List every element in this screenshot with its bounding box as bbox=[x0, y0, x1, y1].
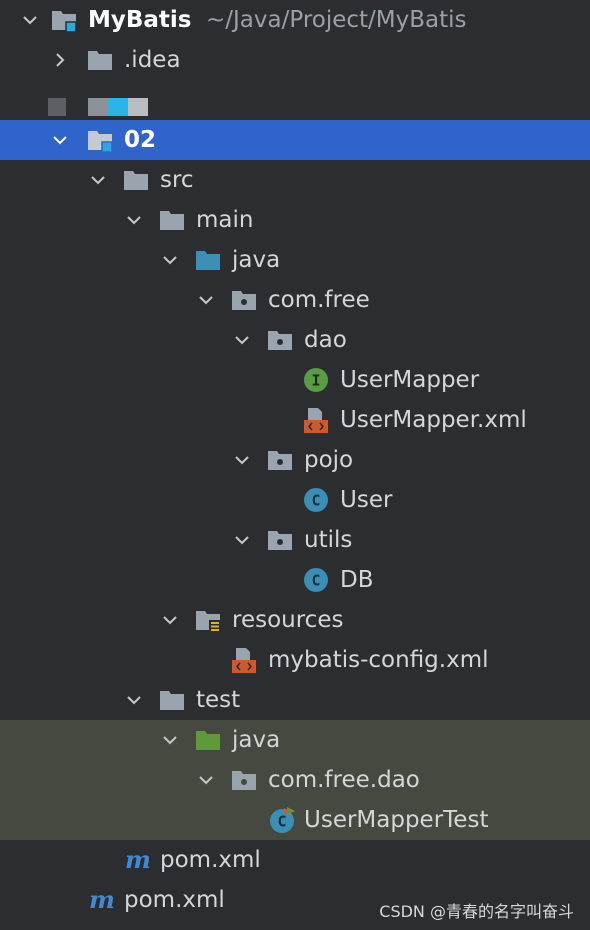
resources-label: resources bbox=[232, 607, 344, 633]
package-icon bbox=[230, 760, 258, 800]
root-path: ~/Java/Project/MyBatis bbox=[206, 7, 467, 33]
class-badge: C bbox=[311, 492, 320, 510]
tree-row-src[interactable]: src bbox=[0, 160, 590, 200]
class-icon: C bbox=[302, 480, 330, 520]
chevron-down-icon[interactable] bbox=[230, 320, 254, 360]
src-label: src bbox=[160, 167, 194, 193]
chevron-right-icon[interactable] bbox=[48, 40, 72, 80]
class-badge: C bbox=[277, 813, 286, 831]
com-free-label: com.free bbox=[268, 287, 370, 313]
folder-icon bbox=[158, 680, 186, 720]
tree-row-com-free[interactable]: com.free bbox=[0, 280, 590, 320]
module-label: 02 bbox=[124, 127, 157, 153]
main-label: main bbox=[196, 207, 254, 233]
package-icon bbox=[266, 440, 294, 480]
tree-row-user-mapper-xml[interactable]: UserMapper.xml bbox=[0, 400, 590, 440]
root-label: MyBatis bbox=[88, 7, 192, 33]
maven-icon: m bbox=[86, 880, 118, 920]
tree-row-com-free-dao[interactable]: com.free.dao bbox=[0, 760, 590, 800]
utils-label: utils bbox=[304, 527, 353, 553]
maven-badge: m bbox=[89, 886, 115, 914]
tree-row-main[interactable]: main bbox=[0, 200, 590, 240]
tree-row-obscured bbox=[0, 86, 590, 126]
tree-row-utils[interactable]: utils bbox=[0, 520, 590, 560]
pojo-label: pojo bbox=[304, 447, 354, 473]
package-icon bbox=[266, 520, 294, 560]
chevron-down-icon[interactable] bbox=[230, 520, 254, 560]
root-pom-label: pom.xml bbox=[124, 887, 225, 913]
tree-row-pojo[interactable]: pojo bbox=[0, 440, 590, 480]
chevron-down-icon[interactable] bbox=[230, 440, 254, 480]
maven-icon: m bbox=[122, 840, 154, 880]
user-mapper-xml-label: UserMapper.xml bbox=[340, 407, 527, 433]
tree-row-test[interactable]: test bbox=[0, 680, 590, 720]
obscured-block bbox=[108, 98, 128, 116]
module-folder-icon bbox=[50, 0, 78, 40]
class-badge: C bbox=[311, 572, 320, 590]
interface-badge: I bbox=[311, 372, 320, 390]
maven-badge: m bbox=[125, 846, 151, 874]
chevron-down-icon[interactable] bbox=[122, 200, 146, 240]
chevron-down-icon[interactable] bbox=[122, 680, 146, 720]
module-folder-icon bbox=[86, 120, 114, 160]
tree-row-db[interactable]: C DB bbox=[0, 560, 590, 600]
folder-icon bbox=[158, 200, 186, 240]
package-icon bbox=[230, 280, 258, 320]
interface-icon: I bbox=[302, 360, 330, 400]
tree-row-root-pom[interactable]: m pom.xml bbox=[0, 880, 590, 920]
mybatis-config-label: mybatis-config.xml bbox=[268, 647, 489, 673]
tree-row-idea[interactable]: .idea bbox=[0, 40, 590, 80]
tree-row-dao[interactable]: dao bbox=[0, 320, 590, 360]
tree-row-root[interactable]: MyBatis ~/Java/Project/MyBatis bbox=[0, 0, 590, 40]
xml-file-icon bbox=[230, 640, 258, 680]
package-icon bbox=[266, 320, 294, 360]
chevron-down-icon[interactable] bbox=[48, 120, 72, 160]
class-icon: C bbox=[302, 560, 330, 600]
idea-label: .idea bbox=[124, 47, 181, 73]
user-mapper-label: UserMapper bbox=[340, 367, 480, 393]
obscured-block bbox=[128, 98, 148, 116]
tree-row-module-pom[interactable]: m pom.xml bbox=[0, 840, 590, 880]
tree-row-mybatis-config[interactable]: mybatis-config.xml bbox=[0, 640, 590, 680]
watermark: CSDN @青春的名字叫奋斗 bbox=[379, 902, 574, 921]
tree-row-resources[interactable]: resources bbox=[0, 600, 590, 640]
tree-row-test-java[interactable]: java bbox=[0, 720, 590, 760]
tree-row-user-mapper-test[interactable]: C UserMapperTest bbox=[0, 800, 590, 840]
xml-file-icon bbox=[302, 400, 330, 440]
chevron-down-icon[interactable] bbox=[194, 760, 218, 800]
resources-folder-icon bbox=[194, 600, 222, 640]
com-free-dao-label: com.free.dao bbox=[268, 767, 420, 793]
test-java-label: java bbox=[232, 727, 281, 753]
folder-icon bbox=[86, 40, 114, 80]
db-label: DB bbox=[340, 567, 374, 593]
chevron-down-icon[interactable] bbox=[194, 280, 218, 320]
test-label: test bbox=[196, 687, 241, 713]
chevron-down-icon[interactable] bbox=[86, 160, 110, 200]
obscured-block bbox=[48, 98, 66, 116]
test-class-icon: C bbox=[268, 800, 296, 840]
obscured-block bbox=[88, 98, 108, 116]
folder-icon bbox=[122, 160, 150, 200]
tree-row-main-java[interactable]: java bbox=[0, 240, 590, 280]
user-label: User bbox=[340, 487, 393, 513]
dao-label: dao bbox=[304, 327, 347, 353]
chevron-down-icon[interactable] bbox=[158, 720, 182, 760]
chevron-down-icon[interactable] bbox=[158, 240, 182, 280]
module-pom-label: pom.xml bbox=[160, 847, 261, 873]
tree-row-user[interactable]: C User bbox=[0, 480, 590, 520]
main-java-label: java bbox=[232, 247, 281, 273]
chevron-down-icon[interactable] bbox=[158, 600, 182, 640]
tree-row-module-02[interactable]: 02 bbox=[0, 120, 590, 160]
user-mapper-test-label: UserMapperTest bbox=[304, 807, 489, 833]
source-folder-icon bbox=[194, 240, 222, 280]
tree-row-user-mapper[interactable]: I UserMapper bbox=[0, 360, 590, 400]
test-folder-icon bbox=[194, 720, 222, 760]
chevron-down-icon[interactable] bbox=[18, 0, 42, 40]
